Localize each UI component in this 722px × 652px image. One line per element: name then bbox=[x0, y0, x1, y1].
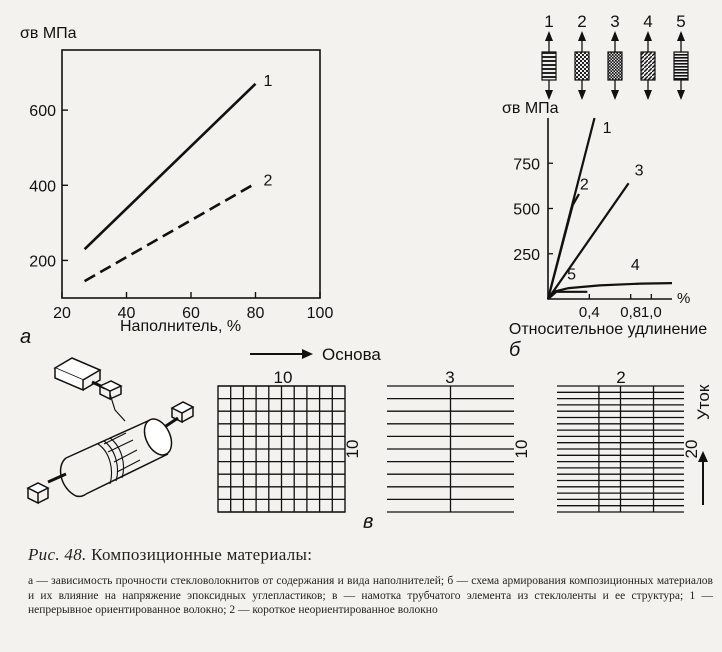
chart-b-xtick-label: 1,0 bbox=[641, 304, 662, 321]
arrow-down-icon bbox=[677, 90, 685, 100]
chart-a: σв МПа 20 40 60 80 100 200 400 600 1 2 Наполните… bbox=[20, 25, 333, 348]
specimen-sample bbox=[607, 51, 623, 81]
arrow-up-icon bbox=[578, 31, 586, 41]
specimen-number: 5 bbox=[676, 12, 685, 31]
chart-a-series-label: 1 bbox=[264, 73, 273, 90]
chart-b-series-label: 5 bbox=[567, 266, 576, 283]
chart-a-xtick-label: 20 bbox=[53, 305, 71, 322]
arrow-up-icon bbox=[545, 31, 553, 41]
chart-a-series-1 bbox=[83, 82, 257, 251]
chart-b-series-5 bbox=[547, 290, 588, 300]
chart-a-ytick-label: 600 bbox=[29, 103, 56, 120]
chart-b-series-4 bbox=[547, 282, 673, 300]
arrow-up-icon bbox=[611, 31, 619, 41]
caption-text: а — зависимость прочности стекловолокнит… bbox=[28, 575, 713, 616]
specimen-sample bbox=[640, 51, 656, 81]
grid-side-label: 20 bbox=[682, 440, 701, 459]
chart-b-x-unit: % bbox=[677, 290, 690, 307]
chart-a-series-label: 2 bbox=[264, 172, 273, 189]
chart-b-xlabel: Относительное удлинение bbox=[509, 321, 707, 338]
chart-b-series-3 bbox=[547, 182, 630, 300]
chart-b-series-label: 2 bbox=[580, 177, 589, 194]
caption-figure-number: Рис. 48. bbox=[28, 545, 87, 564]
chart-b-panel-label: б bbox=[509, 339, 521, 361]
chart-b-xtick-label: 0,4 bbox=[579, 304, 600, 321]
chart-a-xtick-label: 100 bbox=[307, 305, 334, 322]
specimen-row: 1 2 3 4 5 bbox=[541, 12, 689, 100]
panel-c-label: в bbox=[363, 511, 373, 533]
chart-b-series-label: 4 bbox=[631, 257, 640, 274]
chart-b-series-label: 3 bbox=[635, 162, 644, 179]
chart-b-series-label: 1 bbox=[603, 120, 612, 137]
chart-a-xtick-label: 40 bbox=[118, 305, 136, 322]
specimen-sample bbox=[574, 51, 590, 81]
warp-label: Основа bbox=[322, 345, 381, 364]
specimen-number: 1 bbox=[544, 12, 553, 31]
specimen-number: 4 bbox=[643, 12, 652, 31]
specimen-number: 2 bbox=[577, 12, 586, 31]
chart-a-xlabel: Наполнитель, % bbox=[120, 318, 241, 335]
chart-b-ylabel: σв МПа bbox=[502, 100, 559, 117]
caption-title: Композиционные материалы: bbox=[91, 545, 313, 564]
figure-caption: Рис. 48. Композиционные материалы: а — з… bbox=[28, 545, 713, 618]
arrow-down-icon bbox=[545, 90, 553, 100]
chart-b-ytick-label: 750 bbox=[513, 156, 540, 173]
specimen-number: 3 bbox=[610, 12, 619, 31]
chart-a-xtick-label: 80 bbox=[247, 305, 265, 322]
arrow-down-icon bbox=[611, 90, 619, 100]
specimen-sample bbox=[673, 51, 689, 81]
grid-top-label: 10 bbox=[274, 368, 293, 387]
specimen-sample bbox=[541, 51, 557, 81]
chart-a-xtick-label: 60 bbox=[182, 305, 200, 322]
figure-canvas: σв МПа 20 40 60 80 100 200 400 600 1 2 Наполните… bbox=[20, 12, 713, 533]
grid-top-label: 2 bbox=[616, 368, 625, 387]
grid-side-label: 10 bbox=[343, 440, 362, 459]
caption-title-line: Рис. 48. Композиционные материалы: bbox=[28, 545, 713, 565]
chart-b-series-2 bbox=[546, 193, 580, 300]
weft-label: Уток bbox=[694, 384, 713, 420]
grid-top-label: 3 bbox=[445, 368, 454, 387]
chart-a-ylabel: σв МПа bbox=[20, 25, 77, 42]
chart-a-frame bbox=[61, 49, 321, 299]
arrow-down-icon bbox=[578, 90, 586, 100]
grid-side-label: 10 bbox=[512, 440, 531, 459]
arrow-up-icon bbox=[698, 451, 708, 505]
chart-b-ytick-label: 500 bbox=[513, 202, 540, 219]
chart-b-ytick-label: 250 bbox=[513, 247, 540, 264]
arrow-up-icon bbox=[644, 31, 652, 41]
chart-a-series-2 bbox=[83, 182, 257, 283]
chart-a-panel-label: а bbox=[20, 326, 31, 348]
winding-machine-illustration bbox=[26, 357, 195, 505]
arrow-right-icon bbox=[250, 349, 313, 359]
chart-a-ytick-label: 200 bbox=[29, 253, 56, 270]
arrow-up-icon bbox=[677, 31, 685, 41]
arrow-down-icon bbox=[644, 90, 652, 100]
chart-b-xtick-label: 0,8 bbox=[620, 304, 641, 321]
winding-panel: Основа bbox=[26, 345, 713, 533]
chart-a-ytick-label: 400 bbox=[29, 178, 56, 195]
